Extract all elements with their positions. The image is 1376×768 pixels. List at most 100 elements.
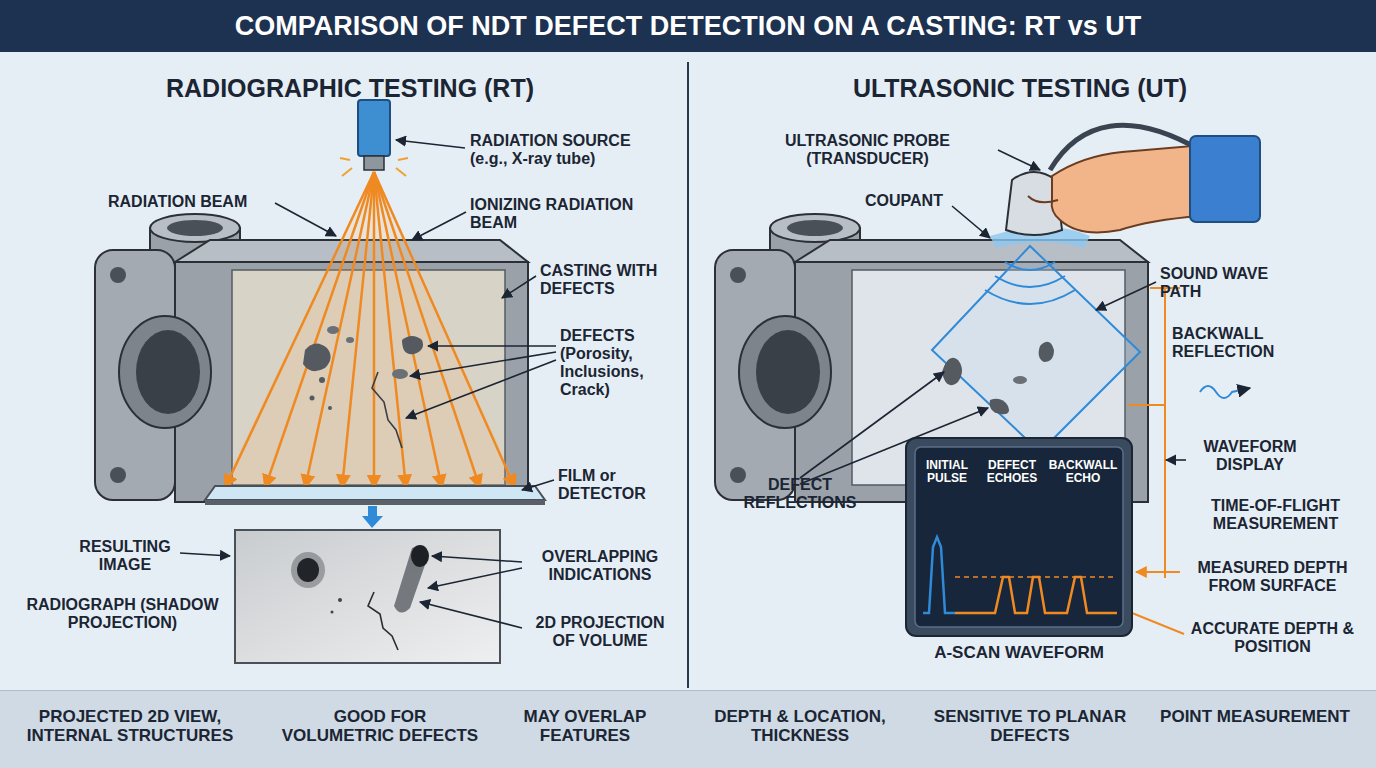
leader-line [180,553,230,556]
sound-wave-path [985,290,1075,304]
radiation-beam [265,172,374,488]
callout-label: FILM or DETECTOR [558,467,658,503]
callout-label: MEASURED DEPTH FROM SURFACE [1180,559,1365,595]
measurement-lines [1136,571,1180,573]
casting-defects [372,372,402,448]
radiation-beam [342,172,374,488]
leader-line [998,150,1040,170]
leader-line [410,352,556,376]
casting-defects [402,336,423,354]
leader-line [800,150,1186,484]
radiation-beam [373,172,376,488]
callout-label: BACKWALL REFLECTION [1172,325,1302,361]
summary-point: PROJECTED 2D VIEW, INTERNAL STRUCTURES [15,707,245,745]
casting-defects [310,396,315,401]
radiograph-image [235,530,500,663]
casting-defects [319,377,325,383]
leader-line [952,206,990,238]
callout-label: IONIZING RADIATION BEAM [470,196,640,232]
display-screen [955,577,1117,613]
probe-and-hand [1190,136,1260,222]
leader-line [1166,459,1186,461]
casting-defects [303,343,331,371]
casting-defects [392,369,408,379]
title-band [0,0,1376,52]
callout-label: RESULTING IMAGE [70,538,180,574]
callout-label: DEFECTS (Porosity, Inclusions, Crack) [560,327,660,399]
leader-line [406,360,556,418]
callout-label: RADIATION SOURCE (e.g., X-ray tube) [470,132,670,168]
ut-casting [715,214,1148,502]
radiation-source [340,158,408,176]
summary-point: DEPTH & LOCATION, THICKNESS [700,707,900,745]
diagram-title: COMPARISON OF NDT DEFECT DETECTION ON A … [0,0,1376,52]
waveform-display: INITIAL PULSEDEFECT ECHOESBACKWALL ECHOA… [905,437,1133,669]
radiograph-image [235,530,500,663]
radiation-source [396,168,406,176]
radiation-beam [374,172,480,488]
casting-defects [942,358,962,386]
radiation-beam [305,172,374,488]
casting-defects [303,326,423,448]
callout-label: RADIOGRAPH (SHADOW PROJECTION) [20,596,225,632]
callout-label: SOUND WAVE PATH [1160,265,1290,301]
leader-line [432,556,522,562]
backwall-icon [1200,386,1250,398]
probe-and-hand [990,125,1260,248]
summary-point: MAY OVERLAP FEATURES [490,707,680,745]
film-detector [205,500,545,505]
casting-defects [346,337,354,343]
trace-label: BACKWALL ECHO [1045,459,1121,486]
measurement-lines [1128,404,1165,406]
casting-defects [942,342,1054,415]
probe-and-hand [1052,146,1200,232]
leader-line [1096,282,1156,310]
callout-label: CASTING WITH DEFECTS [540,262,675,298]
film-detector [205,486,545,505]
leader-line [420,602,522,628]
ut-casting [715,214,1148,502]
radiation-beam [225,172,374,488]
casting-defects [1013,376,1027,384]
display-screen [915,447,1123,627]
leader-line [275,203,336,236]
radiation-source [364,156,384,170]
leader-line [396,140,465,148]
casting-defects [990,399,1009,414]
flow-arrow [362,506,383,528]
panel-divider [687,62,689,688]
display-screen [923,537,955,613]
summary-point: GOOD FOR VOLUMETRIC DEFECTS [280,707,480,745]
callout-label: ACCURATE DEPTH & POSITION [1180,620,1365,656]
flow-arrow [362,516,383,528]
summary-point: POINT MEASUREMENT [1155,707,1355,726]
sound-wave-path [932,246,1140,452]
radiation-source [340,158,350,160]
panel-heading: ULTRASONIC TESTING (UT) [770,74,1270,102]
radiation-beam [374,172,442,488]
summary-band: PROJECTED 2D VIEW, INTERNAL STRUCTURES GO… [0,690,1376,768]
callout-label: TIME-OF-FLIGHT MEASUREMENT [1188,497,1363,533]
radiograph-image [368,592,398,650]
display-screen [906,438,1132,636]
backwall-icon [1200,386,1250,398]
measurement-lines [1164,288,1166,578]
leader-line [522,480,554,490]
callout-label: COUPANT [865,192,965,210]
callout-label: OVERLAPPING INDICATIONS [525,548,675,584]
leader-line [180,140,556,628]
radiograph-image [338,598,342,602]
leader-line [428,345,556,347]
panel-heading: RADIOGRAPHIC TESTING (RT) [100,74,600,102]
sound-wave-path [932,246,1140,452]
callout-label: 2D PROJECTION OF VOLUME [525,614,675,650]
film-detector [205,486,545,500]
leader-line [502,276,536,298]
display-heading: A-SCAN WAVEFORM [905,643,1133,662]
callout-label: WAVEFORM DISPLAY [1190,438,1310,474]
radiation-source [358,100,390,156]
casting-defects [327,326,339,334]
trace-label: INITIAL PULSE [919,459,975,486]
